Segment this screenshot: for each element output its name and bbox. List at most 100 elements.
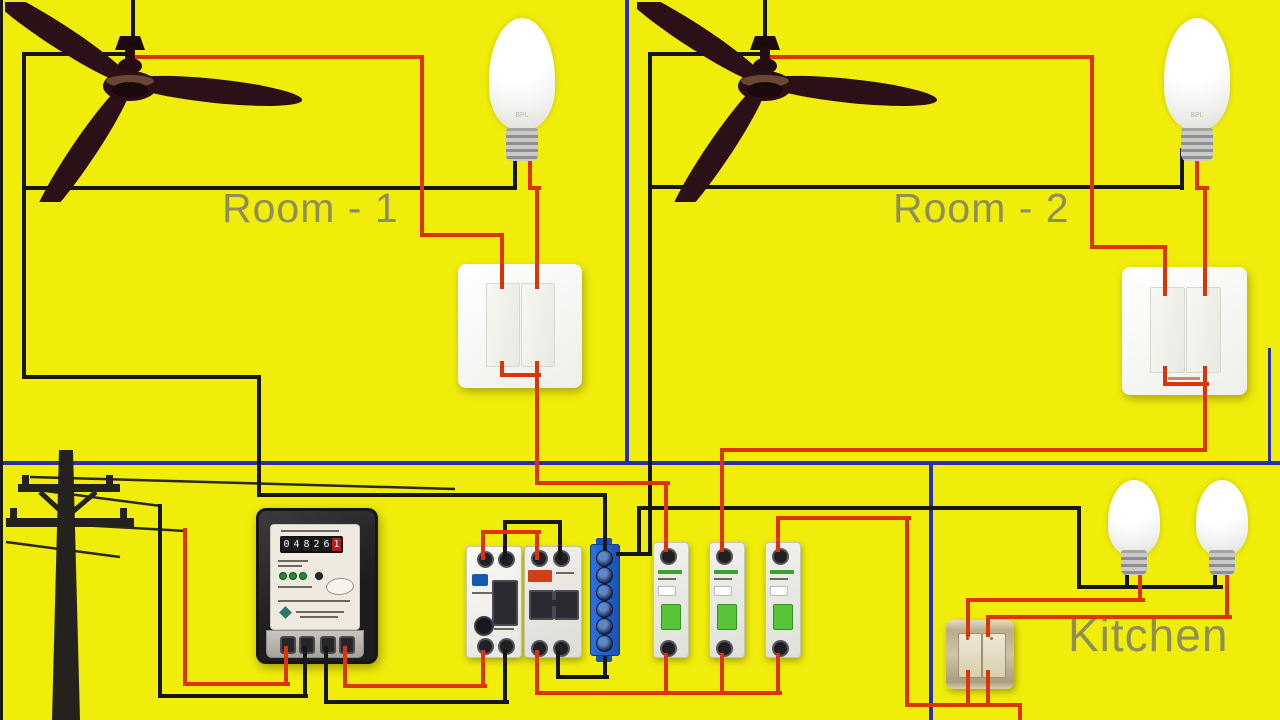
ceiling-fan-room2: [637, 2, 937, 202]
wire-ksw-right-top: [986, 615, 990, 637]
mcb-terminal: [772, 548, 789, 565]
wire-sw1-feed: [535, 481, 670, 485]
mcb-toggle-lever: [717, 604, 737, 630]
mcb-toggle-lever: [661, 604, 681, 630]
led-bulb-room2: [1164, 18, 1230, 130]
meter-terminal: [320, 636, 336, 654]
switch-room2-rocker-right: [1186, 287, 1221, 373]
wire-neutral: [22, 375, 261, 379]
wire-kitchen-feed: [1018, 703, 1022, 720]
led-bulb-kitchen-2: [1196, 480, 1248, 556]
wire-sw2-left-bottom: [1163, 366, 1167, 386]
neutral-block-screw: [596, 618, 613, 635]
wire-rccb-n-in: [503, 650, 507, 704]
divider-vertical-rooms: [625, 0, 629, 463]
mcb-text-line: [658, 578, 676, 580]
wire-neutral: [257, 493, 607, 497]
switch-kitchen-rocker-left: [958, 633, 982, 678]
wire-ksw-left-bottom: [966, 670, 970, 707]
neutral-block-screw: [596, 635, 613, 652]
wire-kitchen-feed: [905, 516, 909, 707]
meter-digit: 8: [302, 538, 311, 551]
wire-rccb-p-in: [481, 650, 485, 688]
utility-pole: [6, 450, 134, 720]
switch-room1: [458, 264, 582, 388]
wire-pole-neutral: [158, 504, 162, 698]
rccb-test-button: [474, 616, 494, 636]
neutral-block-screw: [596, 601, 613, 618]
wire-rccb-dp-p: [481, 530, 541, 534]
meter-text-line: [278, 560, 308, 562]
wire-phase-bus: [535, 650, 539, 695]
meter-led: [279, 572, 287, 580]
bulb-base-kitchen-2: [1209, 550, 1235, 575]
meter-led: [299, 572, 307, 580]
meter-led: [289, 572, 297, 580]
meter-digit: 6: [322, 538, 331, 551]
wire-sw1-left-bottom: [500, 361, 504, 377]
wire-kitchen-feed: [905, 703, 1022, 707]
meter-text-line: [278, 600, 350, 602]
indicator-dot: [990, 637, 993, 640]
wire-fan2-downrod: [763, 0, 767, 64]
dp-mcb-label-band: [528, 570, 552, 582]
wire-kbulb2-neutral: [1213, 566, 1217, 589]
meter-digit-red: 1: [332, 538, 341, 551]
meter-text-line: [278, 586, 312, 588]
led-bulb-kitchen-1: [1108, 480, 1160, 556]
wire-mcb2-top: [720, 448, 724, 552]
rccb-text-line: [494, 628, 514, 630]
wire-bulb1-phase: [528, 186, 541, 190]
switch-room2-rocker-left: [1150, 287, 1185, 373]
divider-vertical-kitchen: [929, 463, 933, 720]
mcb-terminal: [772, 640, 789, 657]
meter-text-line: [278, 565, 302, 567]
wire-neutral: [22, 52, 26, 379]
mcb-terminal: [716, 640, 733, 657]
bulb-base-room1: [506, 128, 538, 161]
wire-meter-p-in: [284, 646, 288, 686]
wire-sw2-feed: [1203, 366, 1207, 452]
meter-register-display: 0 4 8 2 6 1: [280, 536, 343, 553]
wire-fan2-phase: [1090, 245, 1167, 249]
wire-pole-neutral: [158, 694, 308, 698]
wire-neutral: [257, 375, 261, 497]
wire-bulb2-neutral: [1180, 148, 1184, 190]
wire-fan1-phase: [135, 55, 424, 59]
wire-sw1-bottom: [500, 373, 541, 377]
meter-digit: 4: [292, 538, 301, 551]
wire-kbulb1-neutral: [1125, 566, 1129, 589]
mcb-toggle-lever: [773, 604, 793, 630]
switch-room1-rocker-right: [521, 283, 555, 367]
wire-fan1-phase: [420, 55, 424, 237]
bulb-base-room2: [1181, 128, 1213, 161]
wire-meter-n-out: [324, 646, 328, 704]
neutral-block-screw: [596, 584, 613, 601]
meter-digit: 2: [312, 538, 321, 551]
wire-fan1-phase: [420, 233, 504, 237]
wire-fan1-downrod: [131, 0, 135, 64]
bulb-base-kitchen-1: [1121, 550, 1147, 575]
indicator-dot: [966, 637, 969, 640]
wire-dp-n-out: [556, 675, 609, 679]
wire-meter-p-out: [343, 646, 347, 688]
wire-phase-bus: [535, 691, 782, 695]
mcb-label-window: [658, 586, 676, 596]
wire-kbulb1-phase: [966, 598, 1145, 602]
neutral-block-screw: [596, 567, 613, 584]
wire-kitchen-neutral: [637, 506, 1081, 510]
wire-neutral: [648, 185, 1184, 189]
rccb-toggle: [492, 580, 518, 626]
wire-dp-n-out: [556, 650, 560, 679]
wire-sw1-left-top: [500, 233, 504, 289]
wire-sw2-right-top: [1203, 186, 1207, 296]
wire-bulb2-phase: [1195, 146, 1199, 190]
wire-kbulb1-phase: [1138, 566, 1142, 602]
meter-brand-line: [296, 611, 344, 613]
wire-rccb-dp-p: [535, 530, 539, 560]
wire-pole-phase: [183, 528, 187, 686]
wire-ksw-left-top: [966, 598, 970, 637]
wire-mcb1-top: [664, 481, 668, 552]
wire-ksw-right-bottom: [986, 670, 990, 707]
divider-vertical-right: [1268, 348, 1271, 463]
